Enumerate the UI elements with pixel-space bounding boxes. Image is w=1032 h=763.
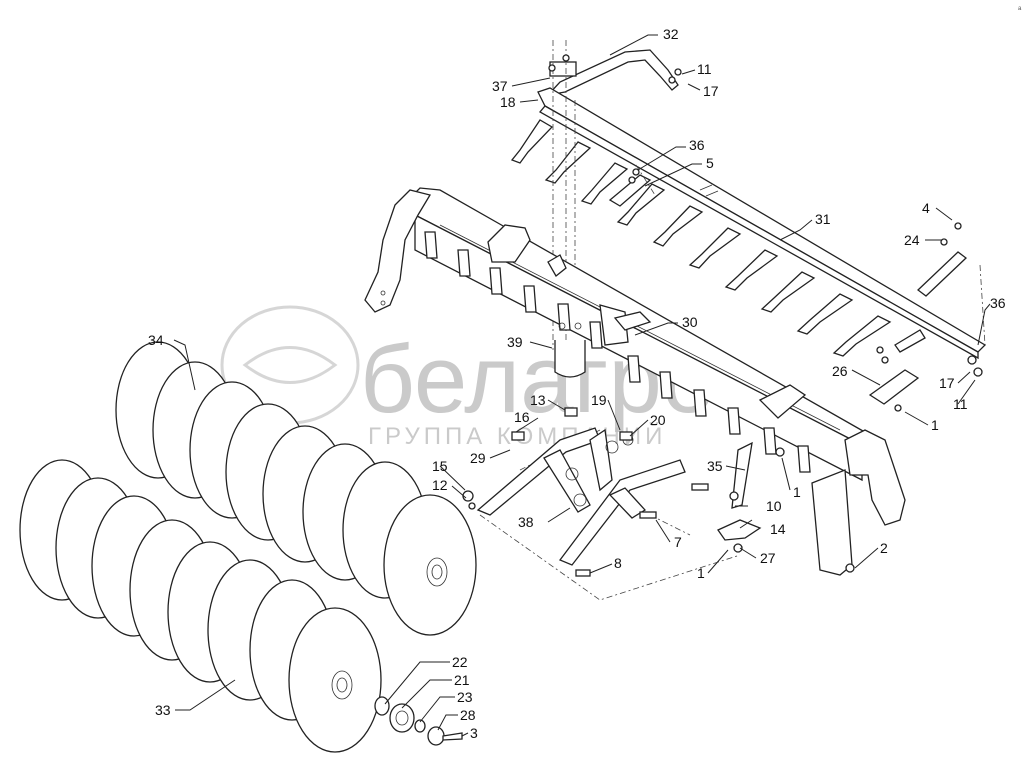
callout-29: 29 [470, 450, 486, 466]
callout-10: 10 [766, 498, 782, 514]
callout-5: 5 [706, 155, 714, 171]
callout-7: 7 [674, 534, 682, 550]
callout-2: 2 [880, 540, 888, 556]
callout-1-right: 1 [931, 417, 939, 433]
callout-1-mid: 1 [793, 484, 801, 500]
callout-30: 30 [682, 314, 698, 330]
callout-36-top: 36 [689, 137, 705, 153]
callout-3: 3 [470, 725, 478, 741]
callout-21: 21 [454, 672, 470, 688]
callout-14: 14 [770, 521, 786, 537]
leader-lines [173, 34, 991, 737]
callout-4: 4 [922, 200, 930, 216]
callout-12: 12 [432, 477, 448, 493]
callout-38: 38 [518, 514, 534, 530]
callout-1-low: 1 [697, 565, 705, 581]
callout-11-top: 11 [697, 61, 712, 77]
callout-31: 31 [815, 211, 831, 227]
callout-22: 22 [452, 654, 468, 670]
callout-33: 33 [155, 702, 171, 718]
part-drawbar [546, 49, 679, 96]
callout-39: 39 [507, 334, 523, 350]
callout-17-top: 17 [703, 83, 719, 99]
callout-19: 19 [591, 392, 607, 408]
callout-labels: 32 37 18 11 17 36 5 31 4 24 36 30 39 34 … [148, 26, 1006, 741]
part-disc-gangs [19, 341, 477, 753]
callout-34: 34 [148, 332, 164, 348]
callout-20: 20 [650, 412, 666, 428]
part-main-frame [364, 187, 906, 576]
callout-17-right: 17 [939, 375, 955, 391]
part-tool-bar [510, 87, 987, 405]
callout-24: 24 [904, 232, 920, 248]
callout-27: 27 [760, 550, 776, 566]
callout-11-right: 11 [953, 396, 968, 412]
callout-36-right: 36 [990, 295, 1006, 311]
callout-8: 8 [614, 555, 622, 571]
callout-35: 35 [707, 458, 723, 474]
callout-23: 23 [457, 689, 473, 705]
callout-37: 37 [492, 78, 508, 94]
callout-16: 16 [514, 409, 530, 425]
callout-15: 15 [432, 458, 448, 474]
callout-32: 32 [663, 26, 679, 42]
part-linkage [462, 54, 983, 577]
callout-13: 13 [530, 392, 546, 408]
callout-18: 18 [500, 94, 516, 110]
corner-mark: а [1018, 6, 1022, 12]
callout-26: 26 [832, 363, 848, 379]
callout-28: 28 [460, 707, 476, 723]
